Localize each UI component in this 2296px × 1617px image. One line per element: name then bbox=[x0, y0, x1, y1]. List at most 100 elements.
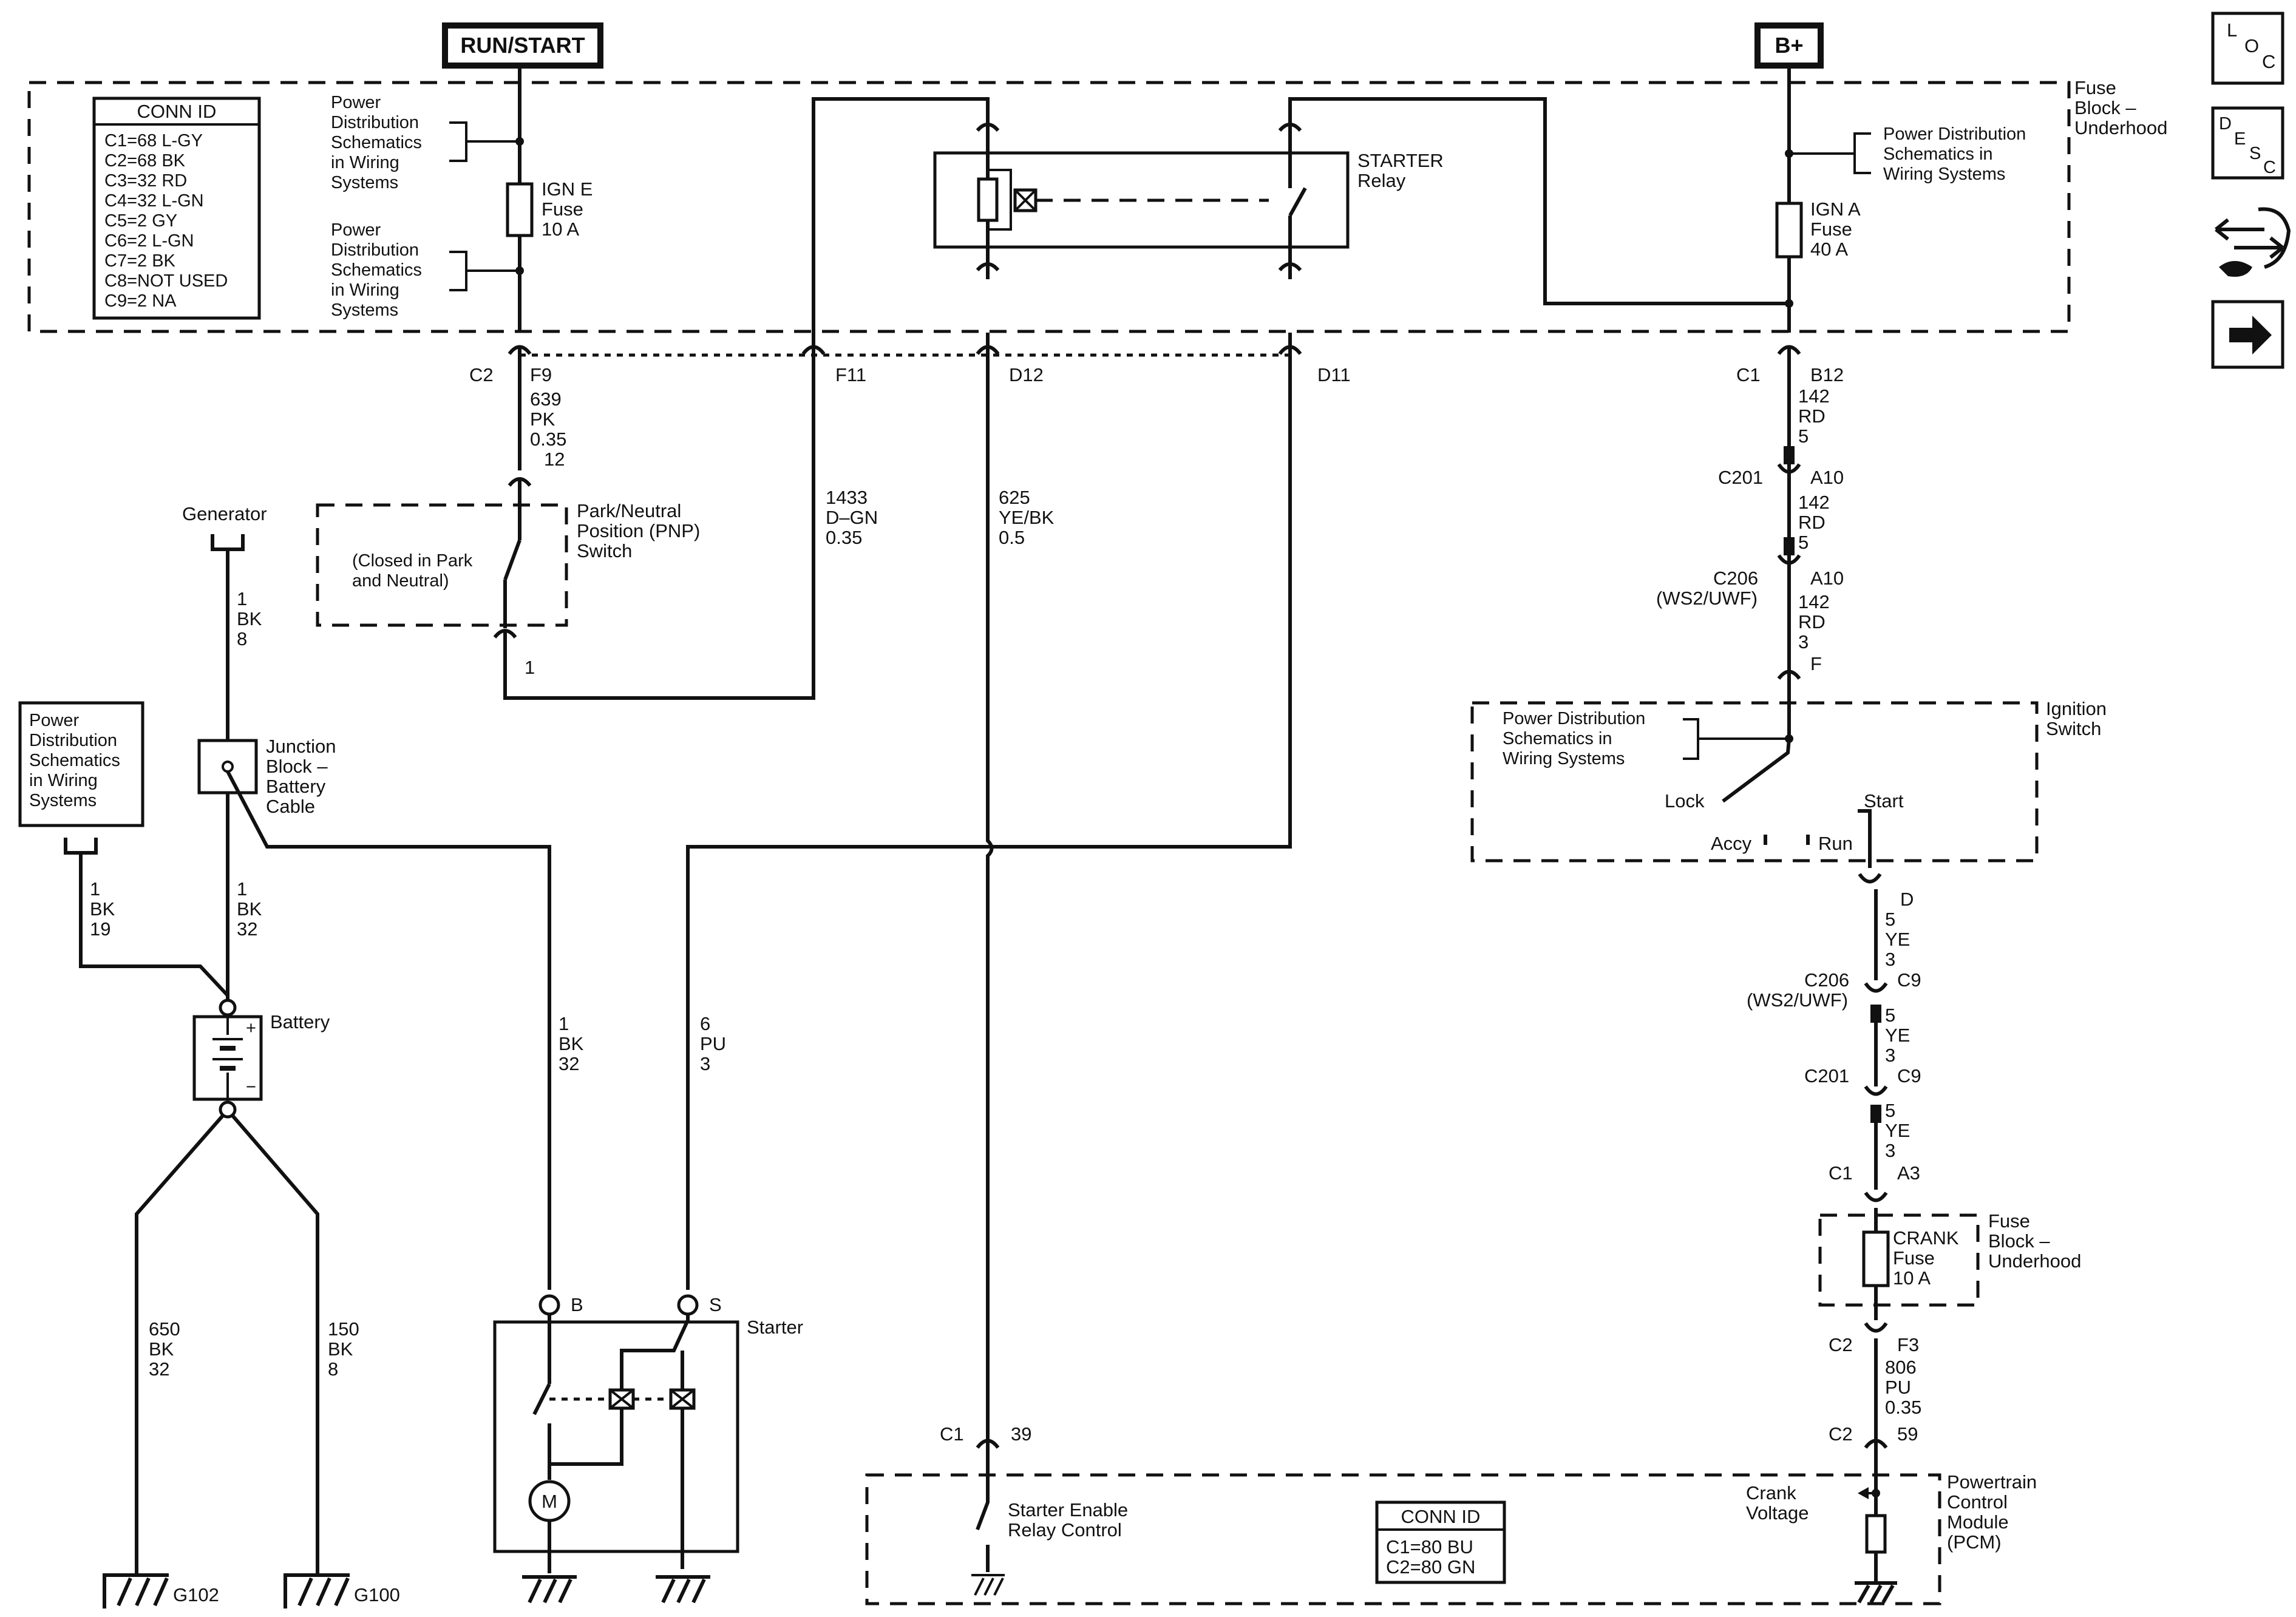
wire-starter-b bbox=[226, 770, 551, 1290]
pcm-box bbox=[865, 1473, 1941, 1605]
svg-text:D–GN: D–GN bbox=[826, 507, 878, 528]
ground-g100-symbol: G100 bbox=[284, 1573, 400, 1609]
starter-relay-box bbox=[933, 151, 1350, 249]
starter-enable-switch bbox=[976, 1442, 990, 1572]
svg-text:19: 19 bbox=[90, 918, 110, 940]
svg-text:0.35: 0.35 bbox=[1885, 1397, 1921, 1418]
svg-text:G102: G102 bbox=[173, 1584, 219, 1605]
svg-text:12: 12 bbox=[544, 449, 565, 470]
connector-tool-icon[interactable] bbox=[2215, 207, 2291, 277]
ignition-switch-box bbox=[1470, 701, 2039, 863]
right-arrow-icon[interactable] bbox=[2211, 300, 2284, 369]
svg-text:C201: C201 bbox=[1718, 467, 1763, 488]
fuse-block-label: Fuse Block – Underhood bbox=[2074, 77, 2167, 138]
starter-label: Starter bbox=[747, 1317, 803, 1338]
svg-text:BK: BK bbox=[328, 1338, 353, 1360]
starter-box bbox=[493, 1320, 739, 1553]
svg-text:Control: Control bbox=[1947, 1491, 2008, 1513]
generator-label: Generator bbox=[182, 503, 267, 524]
loc-icon[interactable]: L O C bbox=[2211, 12, 2284, 85]
svg-text:C1: C1 bbox=[1829, 1162, 1853, 1184]
svg-text:and Neutral): and Neutral) bbox=[352, 571, 449, 591]
svg-text:BK: BK bbox=[149, 1338, 174, 1360]
svg-text:C9=2 NA: C9=2 NA bbox=[104, 291, 177, 311]
svg-text:650: 650 bbox=[149, 1318, 180, 1340]
svg-text:in Wiring: in Wiring bbox=[331, 280, 399, 300]
svg-text:Block –: Block – bbox=[2074, 97, 2136, 118]
svg-text:C201: C201 bbox=[1804, 1065, 1849, 1086]
svg-text:Ignition: Ignition bbox=[2046, 698, 2107, 719]
wire-starter-s-label: 6 PU 3 bbox=[700, 1013, 726, 1074]
ign-run-label: Run bbox=[1818, 833, 1853, 854]
svg-text:BK: BK bbox=[559, 1033, 584, 1054]
desc-icon[interactable]: D E S C bbox=[2211, 106, 2284, 180]
svg-text:Cable: Cable bbox=[266, 796, 315, 817]
svg-text:RUN/START: RUN/START bbox=[460, 33, 585, 58]
svg-text:Schematics: Schematics bbox=[331, 260, 422, 280]
wire-jb-batt-label: 1 BK 32 bbox=[237, 878, 262, 940]
svg-text:Fuse: Fuse bbox=[1893, 1247, 1935, 1269]
battery-label: Battery bbox=[270, 1011, 330, 1032]
svg-text:142: 142 bbox=[1798, 591, 1830, 612]
wire-5-a-label: 5 YE 3 bbox=[1885, 909, 1910, 970]
svg-text:1: 1 bbox=[237, 878, 247, 900]
svg-text:59: 59 bbox=[1897, 1423, 1918, 1445]
svg-text:C2: C2 bbox=[1829, 1334, 1853, 1355]
pds-reference-lower: Power Distribution Schematics in Wiring … bbox=[331, 220, 520, 320]
svg-text:Systems: Systems bbox=[29, 791, 97, 810]
pnp-switch-label: Park/Neutral Position (PNP) Switch bbox=[577, 500, 700, 561]
ign-start-label: Start bbox=[1864, 790, 1904, 812]
svg-text:G100: G100 bbox=[354, 1584, 400, 1605]
svg-text:C4=32 L-GN: C4=32 L-GN bbox=[104, 191, 204, 211]
wire-142-a-label: 142 RD 5 bbox=[1798, 385, 1830, 447]
wire-142-c-label: 142 RD 3 bbox=[1798, 591, 1830, 653]
svg-text:1433: 1433 bbox=[826, 487, 868, 508]
crank-fuse-block bbox=[1818, 1213, 1980, 1307]
svg-text:3: 3 bbox=[1885, 949, 1895, 970]
svg-text:Distribution: Distribution bbox=[331, 240, 419, 260]
svg-text:(Closed in Park: (Closed in Park bbox=[352, 551, 473, 571]
wire-639-label: 639 PK 0.35 12 bbox=[530, 388, 566, 470]
svg-text:A3: A3 bbox=[1897, 1162, 1920, 1184]
svg-text:3: 3 bbox=[1798, 631, 1809, 653]
svg-text:Switch: Switch bbox=[577, 540, 632, 561]
svg-text:C: C bbox=[2263, 158, 2276, 177]
svg-text:C: C bbox=[2262, 51, 2275, 72]
svg-text:Relay Control: Relay Control bbox=[1008, 1519, 1122, 1541]
svg-text:39: 39 bbox=[1011, 1423, 1031, 1445]
svg-text:C206: C206 bbox=[1713, 568, 1758, 589]
svg-text:C9: C9 bbox=[1897, 969, 1921, 991]
inline-connectors-top bbox=[508, 333, 1801, 364]
svg-text:F3: F3 bbox=[1897, 1334, 1919, 1355]
svg-text:806: 806 bbox=[1885, 1357, 1917, 1378]
svg-text:O: O bbox=[2244, 35, 2259, 56]
svg-text:Module: Module bbox=[1947, 1511, 2009, 1533]
connector-row-labels: C2 F9 F11 D12 D11 C1 B12 bbox=[469, 364, 1844, 385]
svg-text:C5=2 GY: C5=2 GY bbox=[104, 211, 177, 231]
svg-text:M: M bbox=[542, 1491, 557, 1512]
pds-reference-right: Power Distribution Schematics in Wiring … bbox=[1789, 124, 2026, 184]
svg-text:C2=68 BK: C2=68 BK bbox=[104, 151, 186, 171]
ground-g102-symbol: G102 bbox=[103, 1573, 219, 1609]
svg-text:Schematics: Schematics bbox=[29, 751, 120, 770]
svg-text:F: F bbox=[1810, 653, 1822, 674]
svg-text:(WS2/UWF): (WS2/UWF) bbox=[1747, 989, 1848, 1011]
ign-a-fuse-symbol bbox=[1775, 202, 1803, 259]
svg-text:L: L bbox=[2227, 19, 2237, 41]
splice-dot bbox=[515, 137, 524, 146]
svg-text:Underhood: Underhood bbox=[1988, 1250, 2081, 1272]
run-start-label: RUN/START bbox=[442, 22, 603, 69]
svg-text:A10: A10 bbox=[1810, 568, 1844, 589]
wire-5-c-label: 5 YE 3 bbox=[1885, 1100, 1910, 1161]
svg-text:Switch: Switch bbox=[2046, 718, 2101, 739]
pnp-pin-label: 1 bbox=[525, 657, 535, 678]
svg-text:Power: Power bbox=[331, 93, 381, 112]
svg-text:(WS2/UWF): (WS2/UWF) bbox=[1656, 588, 1758, 609]
generator-connector bbox=[211, 534, 245, 741]
pcm-label: Powertrain Control Module (PCM) bbox=[1947, 1471, 2037, 1553]
svg-text:YE: YE bbox=[1885, 1120, 1910, 1141]
svg-text:F9: F9 bbox=[530, 364, 552, 385]
svg-text:3: 3 bbox=[1885, 1140, 1895, 1161]
starter-s-label: S bbox=[709, 1294, 722, 1315]
svg-text:D: D bbox=[2219, 114, 2232, 134]
